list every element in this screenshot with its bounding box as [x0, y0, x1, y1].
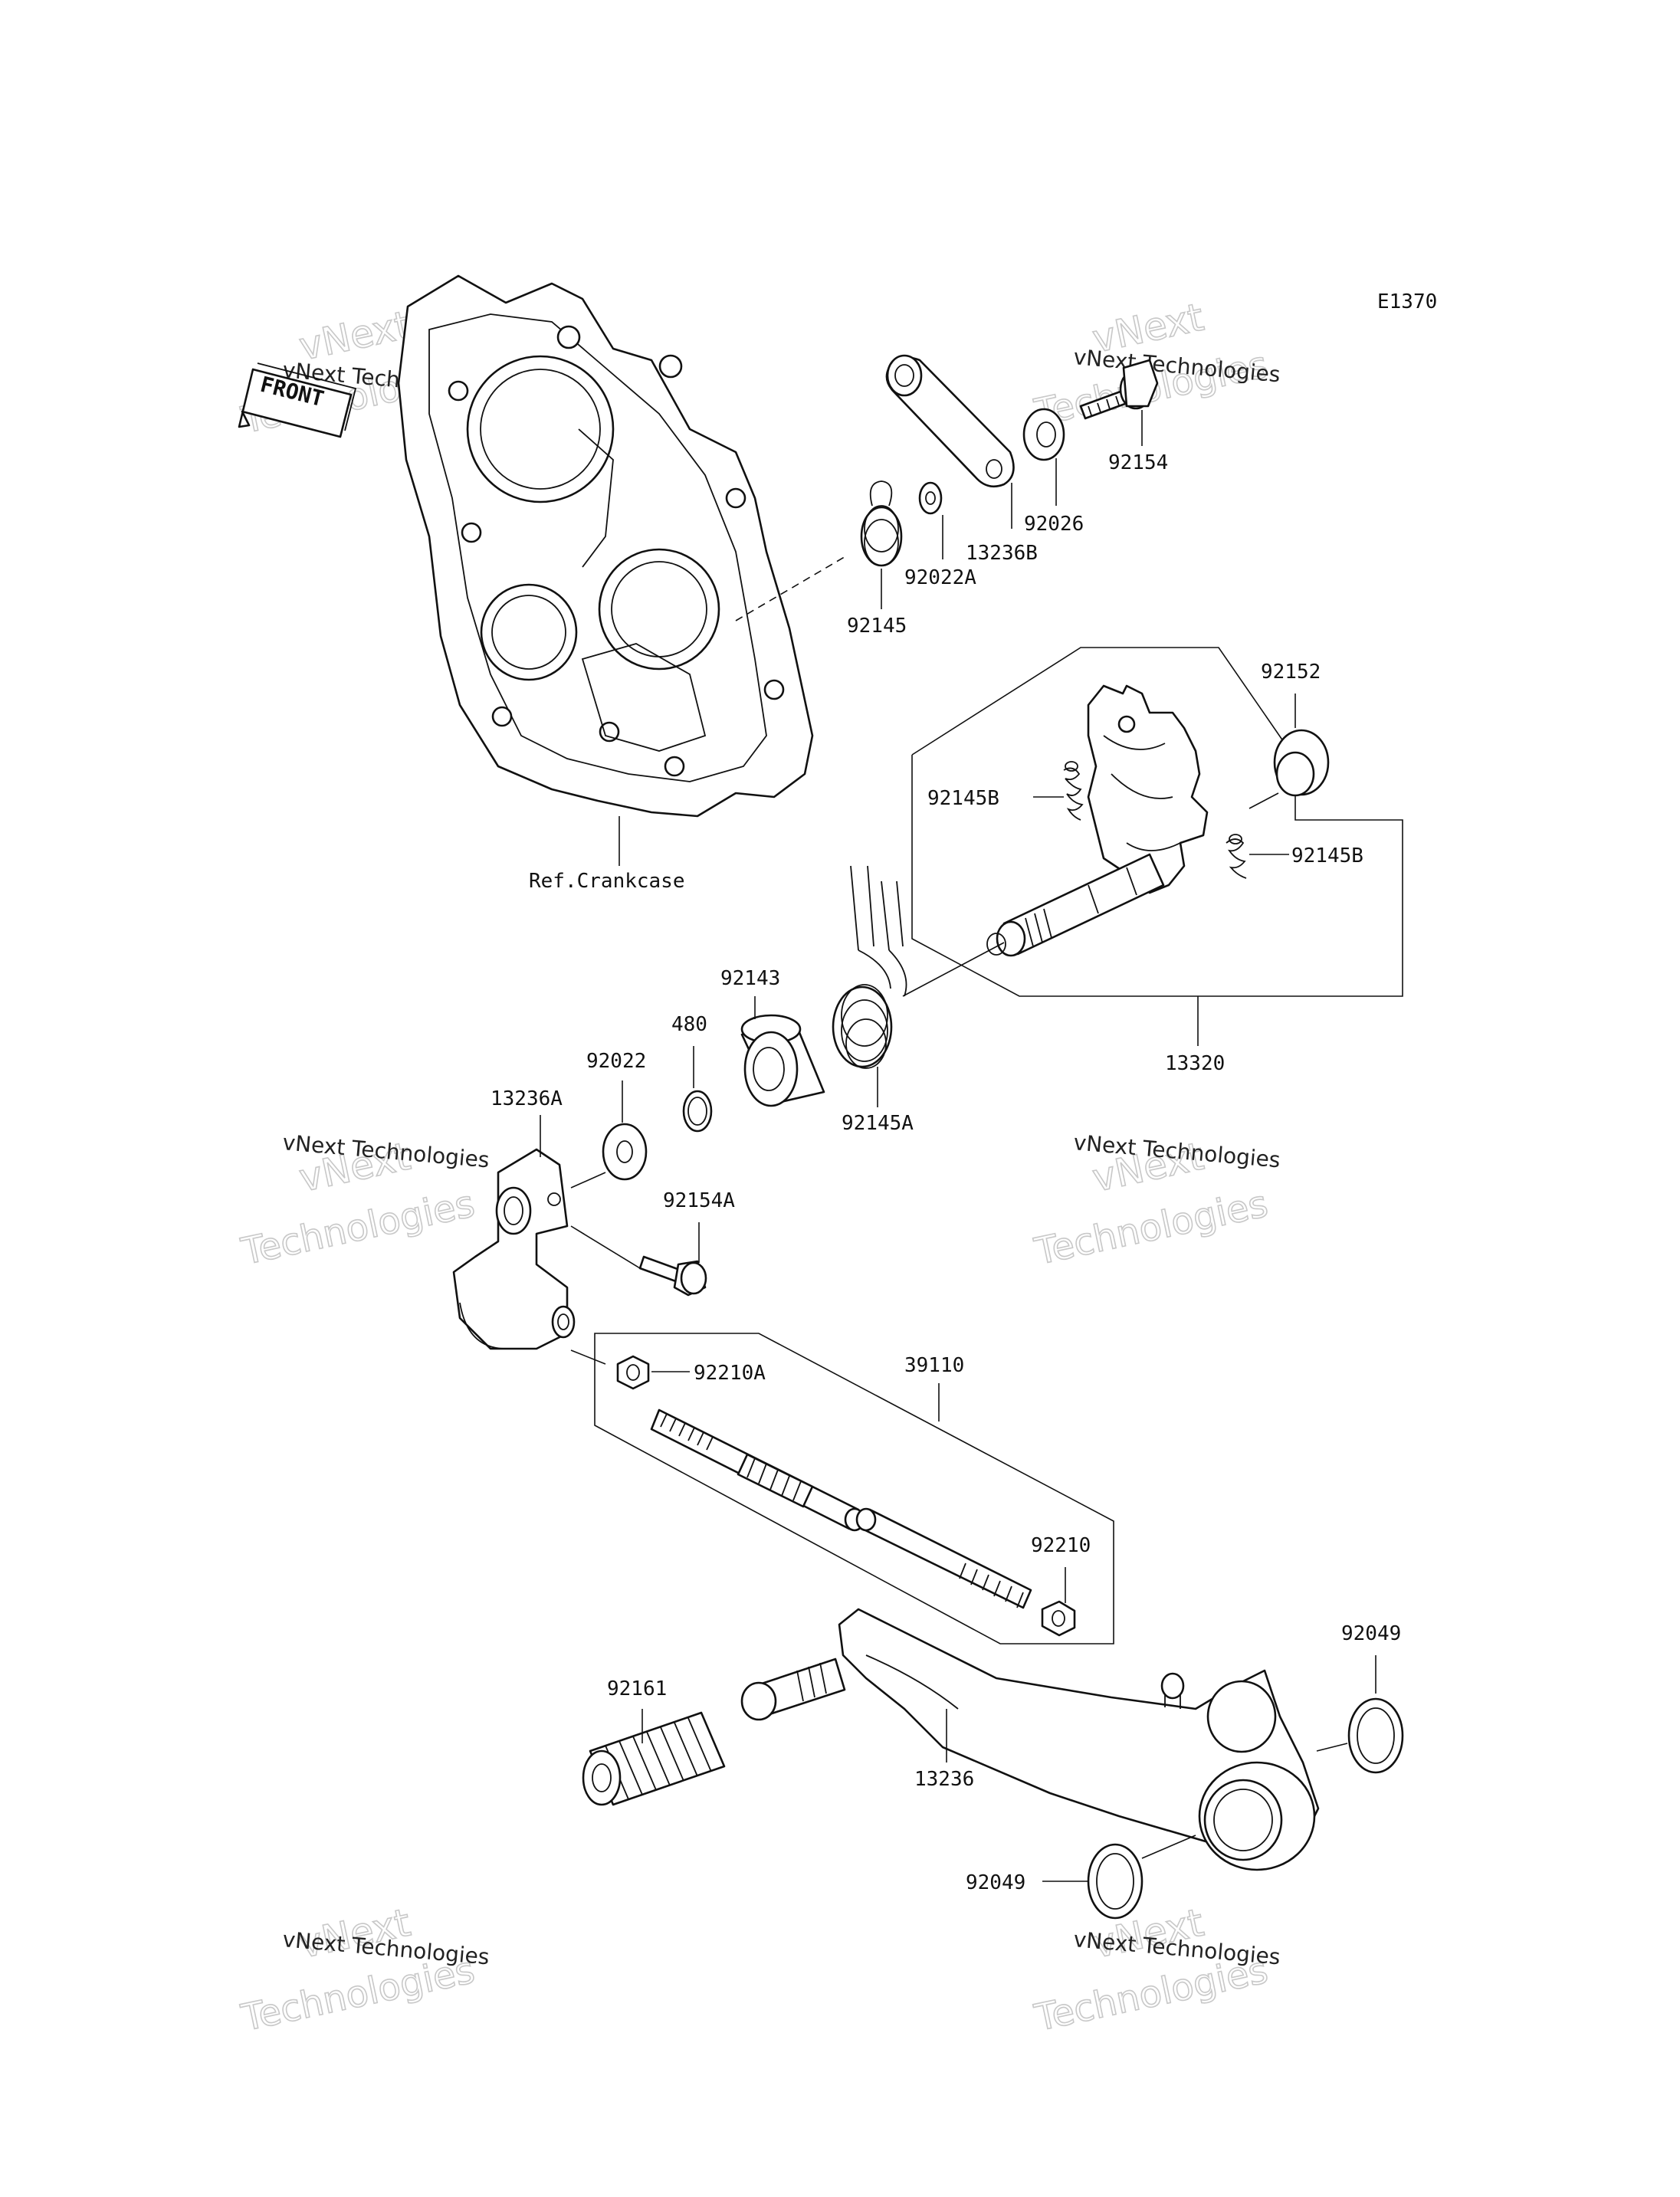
watermark-technologies: Technologies — [1031, 1182, 1271, 1274]
label-92161: 92161 — [607, 1677, 667, 1700]
label-92145b-right: 92145B — [1291, 844, 1363, 867]
label-92152: 92152 — [1261, 661, 1321, 684]
shift-rod-right — [855, 1507, 1032, 1609]
label-39110: 39110 — [904, 1354, 964, 1377]
rubber-peg-92161 — [582, 1711, 726, 1806]
circlip-480 — [682, 1090, 713, 1133]
label-92210: 92210 — [1031, 1534, 1091, 1557]
label-13236a: 13236A — [491, 1087, 563, 1110]
lever-13236b — [885, 354, 1015, 488]
collar-92152 — [1273, 729, 1330, 797]
front-arrow-icon: FRONT — [238, 362, 357, 438]
nut-92210a — [616, 1355, 650, 1390]
label-92145a: 92145A — [842, 1112, 914, 1135]
spring-92145 — [860, 480, 903, 567]
washer-92022a — [918, 481, 943, 515]
spring-92145a — [832, 865, 907, 1069]
watermark-bottom-left: vNext Technologies vNext Technologies — [237, 1900, 491, 2041]
label-92022a: 92022A — [904, 566, 976, 589]
nut-92210 — [1041, 1600, 1076, 1637]
seal-92049-right — [1347, 1697, 1404, 1774]
shift-rod-left — [650, 1408, 865, 1532]
watermark-top-right: vNext Technologies vNext Technologies — [1030, 294, 1281, 435]
diagram-code: E1370 — [1377, 290, 1437, 313]
label-92022: 92022 — [586, 1050, 646, 1073]
alignment-line — [735, 555, 848, 621]
assembly-frame-39110 — [594, 1333, 1114, 1644]
label-92145b-left: 92145B — [927, 787, 999, 810]
label-13236: 13236 — [914, 1768, 974, 1791]
spring-92145b-left — [1063, 761, 1084, 821]
peg-pin — [740, 1658, 846, 1721]
label-13236b: 13236B — [966, 542, 1038, 565]
label-92026: 92026 — [1024, 513, 1084, 536]
assembly-frame-13320 — [911, 647, 1403, 997]
bolt-92154 — [1079, 359, 1159, 420]
label-92154a: 92154A — [663, 1189, 735, 1212]
label-480: 480 — [671, 1013, 707, 1036]
shift-shaft — [986, 853, 1165, 957]
label-92210a: 92210A — [694, 1362, 766, 1385]
label-92049-bottom: 92049 — [966, 1871, 1025, 1894]
shift-pedal-13236 — [838, 1608, 1320, 1871]
label-92049-right: 92049 — [1341, 1622, 1401, 1645]
label-92154: 92154 — [1108, 451, 1168, 474]
bolt-92154a — [638, 1255, 707, 1297]
washer-92022 — [602, 1123, 648, 1181]
lever-13236a — [452, 1148, 576, 1350]
watermark-mid-right: vNext Technologies vNext Technologies — [1030, 1130, 1281, 1274]
watermark-bottom-right: vNext Technologies vNext Technologies — [1030, 1900, 1281, 2041]
label-92143: 92143 — [720, 967, 780, 990]
collar-92143 — [740, 1014, 825, 1107]
spring-92145b-right — [1226, 834, 1247, 879]
seal-92049-bottom — [1087, 1843, 1144, 1920]
ref-crankcase-label: Ref.Crankcase — [529, 870, 685, 893]
shift-plate-13320 — [1087, 684, 1209, 894]
watermark-technologies: Technologies — [238, 1182, 478, 1274]
crankcase-cover — [397, 274, 814, 818]
label-13320: 13320 — [1165, 1052, 1225, 1075]
washer-92026 — [1022, 408, 1065, 461]
watermark-mid-left: vNext Technologies vNext Technologies — [237, 1130, 491, 1274]
label-92145: 92145 — [847, 615, 907, 638]
